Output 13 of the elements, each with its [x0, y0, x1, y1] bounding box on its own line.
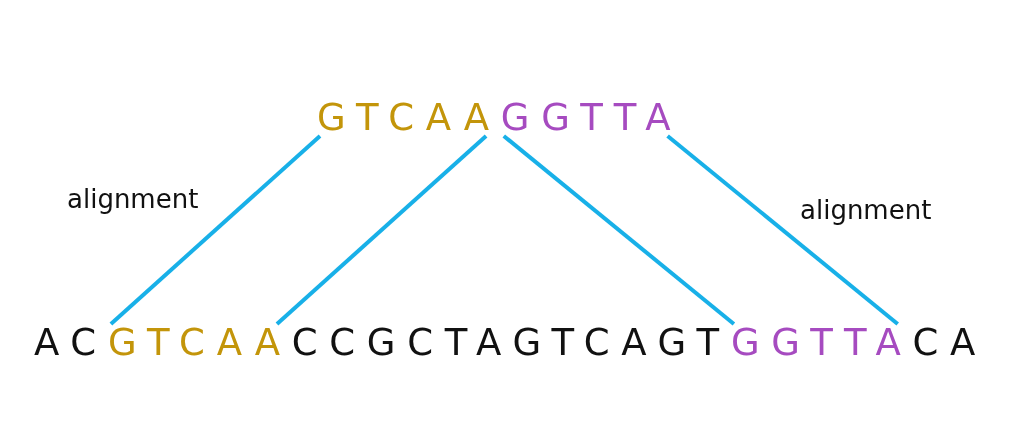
sequence-text: GGTTA	[730, 324, 913, 361]
alignment-line	[502, 134, 736, 326]
alignment-label: alignment	[67, 184, 199, 214]
alignment-label: alignment	[800, 195, 932, 225]
sequence-text: GGTTA	[500, 99, 683, 136]
sequence-text: CA	[912, 324, 987, 361]
sequence-text: AC	[34, 324, 108, 361]
alignment-line	[109, 134, 322, 326]
sequence-text: GTCAA	[107, 324, 292, 361]
alignment-line	[275, 134, 488, 326]
alignment-line	[666, 134, 899, 326]
sequence-text: CCGCTAGTCAGT	[291, 324, 731, 361]
sequence-text: GTCAA	[317, 99, 501, 136]
